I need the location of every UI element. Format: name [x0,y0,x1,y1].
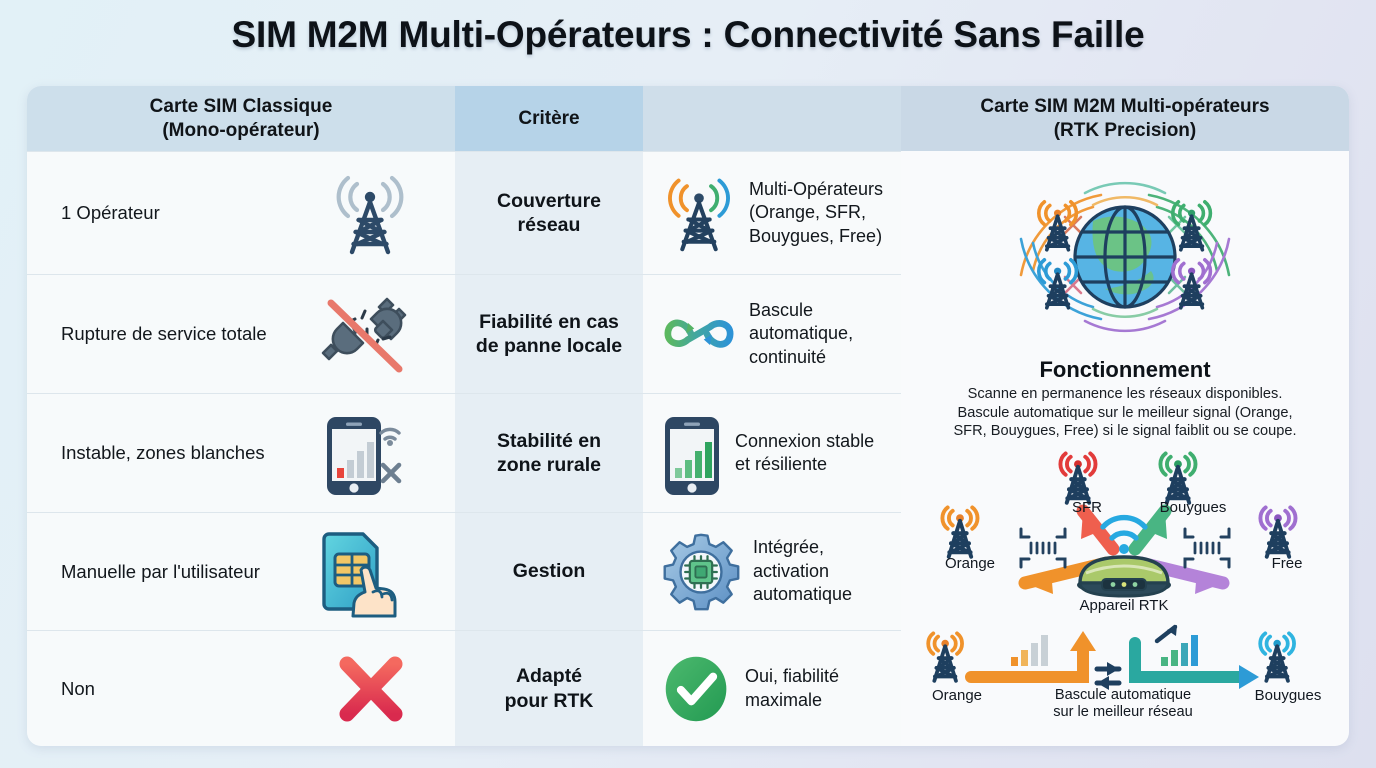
table-row: Stabilité en zone rurale [455,393,643,512]
globe-multi-tower-diagram [907,159,1343,355]
table-row: Fiabilité en cas de panne locale [455,274,643,393]
criteria-2-line2: zone rurale [496,454,602,476]
phone-weak-signal-icon [315,407,411,499]
panel-desc-line2: Bascule automatique sur le meilleur sign… [957,404,1293,421]
header-classic-sim: Carte SIM Classique (Mono-opérateur) [27,86,455,151]
m2m-value-4-line1: Oui, fiabilité [745,666,840,687]
m2m-value-2-line1: Connexion stable [735,430,875,451]
label-orange: Orange [944,554,996,572]
page-title: SIM M2M Multi-Opérateurs : Connectivité … [231,14,1145,55]
m2m-value-4-line2: maximale [745,689,823,710]
infinity-loop-icon [661,303,737,365]
m2m-value-1-line1: Bascule [749,299,814,320]
label-free: Free [1271,554,1303,572]
table-row: Instable, zones blanches [27,393,455,512]
table-row: Connexion stable et résiliente [643,393,901,512]
label-bascule-caption: Bascule automatique sur le meilleur rése… [1011,687,1235,722]
criteria-2-line1: Stabilité en [496,429,601,452]
label-appareil-rtk: Appareil RTK [1079,596,1169,614]
gear-chip-icon [661,531,741,613]
m2m-value-2-line2: et résiliente [735,454,828,474]
table-row: Non [27,630,455,746]
header-rtk-panel: Carte SIM M2M Multi-opérateurs (RTK Prec… [901,86,1349,151]
comparison-table: Carte SIM Classique (Mono-opérateur) 1 O… [27,86,1349,746]
header-m2m-spacer [643,86,901,151]
m2m-value-0-line3: Bouygues, Free) [749,225,883,246]
label-bottom-bouygues: Bouygues [1254,686,1322,704]
m2m-value-0-line1: Multi-Opérateurs [749,178,884,199]
cell-text-classic-4: Non [61,677,95,699]
antenna-tower-multicolor-icon [661,170,737,256]
table-row: Multi-Opérateurs (Orange, SFR, Bouygues,… [643,151,901,274]
criteria-0-line2: réseau [517,214,581,236]
column-classic-sim: Carte SIM Classique (Mono-opérateur) 1 O… [27,86,455,746]
column-rtk-panel: Carte SIM M2M Multi-opérateurs (RTK Prec… [901,86,1349,746]
criteria-0-line1: Couverture [496,189,602,212]
cell-text-classic-3: Manuelle par l'utilisateur [61,560,260,582]
criteria-3-line1: Gestion [512,560,586,583]
bascule-caption-line1: Bascule automatique [1054,686,1192,703]
label-sfr: SFR [1072,498,1102,516]
criteria-4-line2: pour RTK [504,689,594,712]
antenna-tower-grey-icon [329,170,411,256]
table-row: Intégrée, activation automatique [643,512,901,630]
m2m-value-1-line2: automatique, [749,323,854,344]
m2m-value-1-line3: continuité [749,346,827,367]
sim-card-hand-icon [315,526,411,618]
red-cross-icon [331,651,411,727]
criteria-4-line1: Adapté [515,665,583,688]
table-row: Rupture de service totale [27,274,455,393]
m2m-value-3-line1: Intégrée, activation [753,537,830,581]
rtk-panel-body: Fonctionnement Scanne en permanence les … [901,151,1349,746]
m2m-value-0-line2: (Orange, SFR, [749,202,867,223]
header-criteria: Critère [455,86,643,151]
table-row: Adapté pour RTK [455,630,643,746]
criteria-1-line2: de panne locale [475,335,623,357]
cell-text-classic-2: Instable, zones blanches [61,442,265,463]
bascule-bottom-diagram: Orange Bouygues Bascule automatique sur … [907,621,1343,741]
bascule-caption-line2: sur le meilleur réseau [1053,704,1193,721]
table-row: Couverture réseau [455,151,643,274]
header-rtk-line2: (RTK Precision) [1053,119,1197,141]
table-row: 1 Opérateur [27,151,455,274]
m2m-value-3-line2: automatique [753,584,853,605]
label-bottom-orange: Orange [931,686,983,704]
cell-text-classic-1: Rupture de service totale [61,323,267,344]
header-classic-sim-line1: Carte SIM Classique [149,96,333,118]
green-check-circle-icon [661,651,733,727]
table-row: Gestion [455,512,643,630]
rtk-switching-diagram: SFR Bouygues Orange Free Appareil RTK [907,445,1343,623]
table-row: Bascule automatique, continuité [643,274,901,393]
table-row: Manuelle par l'utilisateur [27,512,455,630]
phone-strong-signal-icon [661,407,723,499]
column-m2m-values: Multi-Opérateurs (Orange, SFR, Bouygues,… [643,86,901,746]
panel-section-title: Fonctionnement [1039,357,1211,382]
label-bouygues: Bouygues [1159,498,1227,516]
panel-desc-line1: Scanne en permanence les réseaux disponi… [967,386,1283,402]
column-criteria: Critère Couverture réseau Fiabilité en c… [455,86,643,746]
header-classic-sim-line2: (Mono-opérateur) [162,119,320,141]
unplugged-cable-icon [319,291,411,377]
panel-desc-line3: SFR, Bouygues, Free) si le signal faibli… [953,423,1297,440]
header-rtk-line1: Carte SIM M2M Multi-opérateurs [980,96,1270,118]
criteria-1-line1: Fiabilité en cas [479,310,619,333]
table-row: Oui, fiabilité maximale [643,630,901,746]
cell-text-classic-0: 1 Opérateur [61,202,160,223]
